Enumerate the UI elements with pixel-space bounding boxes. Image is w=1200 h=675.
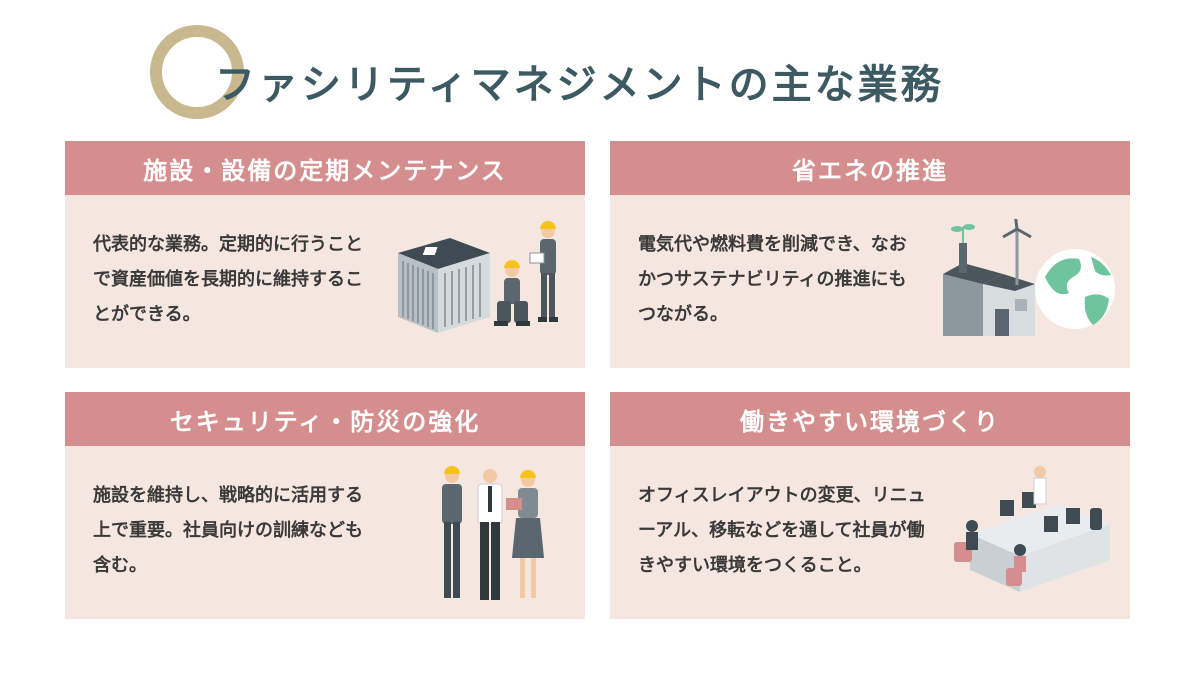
title-area: ファシリティマネジメントの主な業務 bbox=[0, 0, 1200, 130]
worker-icon bbox=[529, 221, 558, 322]
card-heading: 働きやすい環境づくり bbox=[610, 392, 1130, 446]
wind-turbine-icon bbox=[1002, 219, 1032, 285]
card-text: 電気代や燃料費を削減でき、なおかつサステナビリティの推進にもつながる。 bbox=[638, 234, 907, 325]
card-heading: 省エネの推進 bbox=[610, 141, 1130, 195]
person-icon bbox=[442, 466, 462, 598]
card-text: オフィスレイアウトの変更、リニューアル、移転などを通して社員が働きやすい環境をつ… bbox=[638, 485, 926, 576]
worker-icon bbox=[494, 260, 530, 326]
card-maintenance: 施設・設備の定期メンテナンス 代表的な業務。定期的に行うことで資産価値を長期的に… bbox=[65, 141, 585, 368]
chair-icon bbox=[1006, 544, 1026, 586]
chair-icon bbox=[954, 520, 978, 562]
page-title: ファシリティマネジメントの主な業務 bbox=[215, 62, 944, 108]
maintenance-illustration bbox=[398, 221, 558, 333]
card-heading: 施設・設備の定期メンテナンス bbox=[65, 141, 585, 195]
plant-icon bbox=[951, 224, 975, 243]
office-desk-icon bbox=[954, 466, 1110, 592]
card-heading: セキュリティ・防災の強化 bbox=[65, 392, 585, 446]
factory-icon bbox=[943, 243, 1035, 336]
card-energy-saving: 省エネの推進 電気代や燃料費を削減でき、なおかつサステナビリティの推進にもつなが… bbox=[610, 141, 1130, 368]
card-security: セキュリティ・防災の強化 施設を維持し、戦略的に活用する上で重要。社員向けの訓練… bbox=[65, 392, 585, 619]
air-conditioner-icon bbox=[398, 238, 490, 333]
card-text: 代表的な業務。定期的に行うことで資産価値を長期的に維持することができる。 bbox=[93, 234, 363, 325]
person-icon bbox=[1033, 466, 1047, 505]
person-icon bbox=[506, 470, 544, 598]
card-text: 施設を維持し、戦略的に活用する上で重要。社員向けの訓練なども含む。 bbox=[93, 485, 363, 576]
earth-icon bbox=[1035, 249, 1115, 329]
energy-illustration bbox=[943, 219, 1115, 336]
card-work-environment: 働きやすい環境づくり オフィスレイアウトの変更、リニューアル、移転などを通して社… bbox=[610, 392, 1130, 619]
business-people-icon bbox=[442, 466, 544, 600]
person-icon bbox=[477, 469, 503, 600]
